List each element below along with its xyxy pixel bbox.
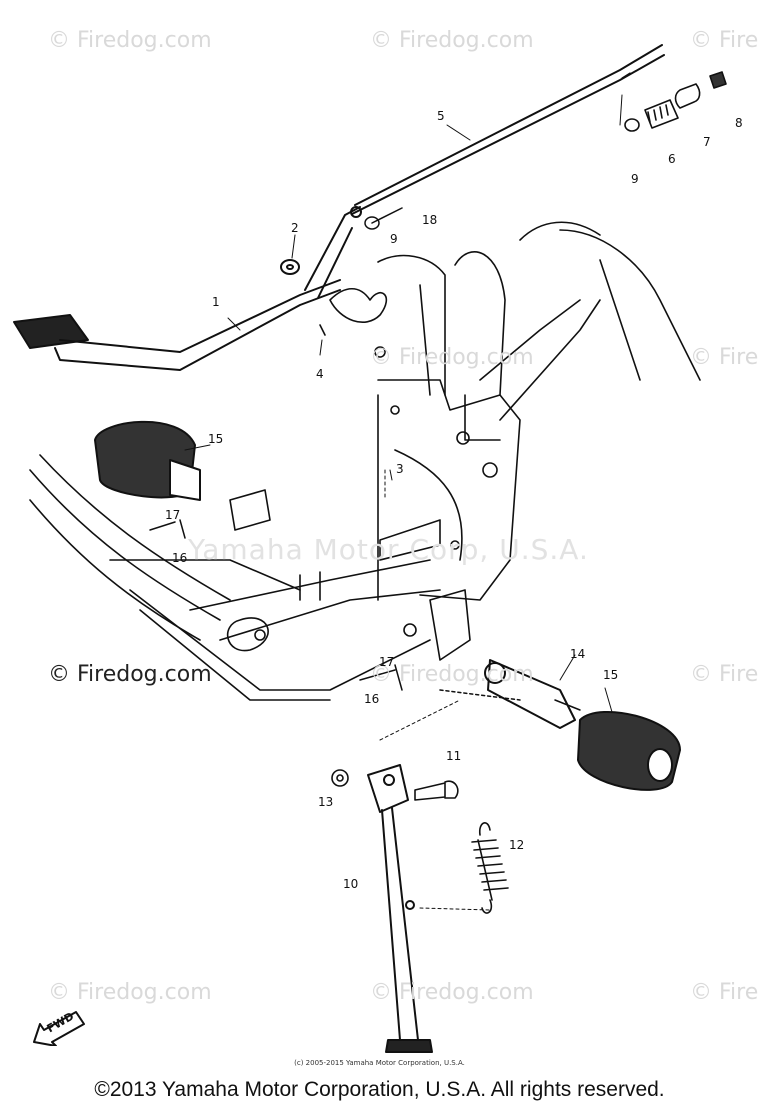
callout-7: 7 xyxy=(703,135,711,149)
footrest-rubber-left xyxy=(94,420,201,501)
callout-12: 12 xyxy=(509,838,525,852)
callout-17: 17 xyxy=(165,508,181,522)
stand-spring xyxy=(471,822,509,914)
watermark: © Firedog.com xyxy=(370,980,534,1005)
callout-1: 1 xyxy=(212,295,220,309)
callout-14: 14 xyxy=(570,647,586,661)
callout-4: 4 xyxy=(316,367,324,381)
watermark: © Fire xyxy=(690,28,759,53)
callout-9: 9 xyxy=(390,232,398,246)
bolt-and-nut xyxy=(331,769,459,801)
washer xyxy=(280,259,300,275)
callout-9: 9 xyxy=(631,172,639,186)
fwd-arrow-icon xyxy=(33,1011,85,1046)
watermark: © Firedog.com xyxy=(370,345,534,370)
side-stand xyxy=(367,764,433,1053)
callout-10: 10 xyxy=(343,877,359,891)
return-spring xyxy=(319,287,387,336)
copyright: ©2013 Yamaha Motor Corporation, U.S.A. A… xyxy=(94,1078,665,1101)
callout-16: 16 xyxy=(172,551,188,565)
callout-18: 18 xyxy=(422,213,438,227)
callout-3: 3 xyxy=(396,462,404,476)
frame xyxy=(29,221,701,701)
watermark: © Firedog.com xyxy=(370,28,534,53)
callout-11: 11 xyxy=(446,749,462,763)
callout-13: 13 xyxy=(318,795,334,809)
callout-16: 16 xyxy=(364,692,380,706)
callout-leaders xyxy=(184,124,613,713)
footrest-bracket-right xyxy=(484,659,581,729)
callout-6: 6 xyxy=(668,152,676,166)
watermark: © Firedog.com xyxy=(48,28,212,53)
watermark: © Firedog.com xyxy=(48,980,212,1005)
callout-15: 15 xyxy=(208,432,224,446)
callout-17: 17 xyxy=(379,655,395,669)
footrest-rubber-right xyxy=(577,711,681,791)
shift-rod xyxy=(351,44,665,215)
small-copyright: (c) 2005-2015 Yamaha Motor Corporation, … xyxy=(294,1059,465,1067)
watermark: © Fire xyxy=(690,345,759,370)
watermark: © Fire xyxy=(690,662,759,687)
shift-pedal xyxy=(13,206,362,371)
watermark: © Firedog.com xyxy=(370,662,534,687)
callout-2: 2 xyxy=(291,221,299,235)
callout-15: 15 xyxy=(603,668,619,682)
rod-end-assembly xyxy=(619,71,727,132)
pins xyxy=(149,519,521,701)
callout-8: 8 xyxy=(735,116,743,130)
callout-5: 5 xyxy=(437,109,445,123)
watermark-center: Yamaha Motor Corp, U.S.A. xyxy=(188,533,589,566)
washer-9-upper xyxy=(364,207,403,230)
leader-lines xyxy=(379,469,491,911)
watermark: © Fire xyxy=(690,980,759,1005)
watermark-dark: © Firedog.com xyxy=(48,662,212,687)
